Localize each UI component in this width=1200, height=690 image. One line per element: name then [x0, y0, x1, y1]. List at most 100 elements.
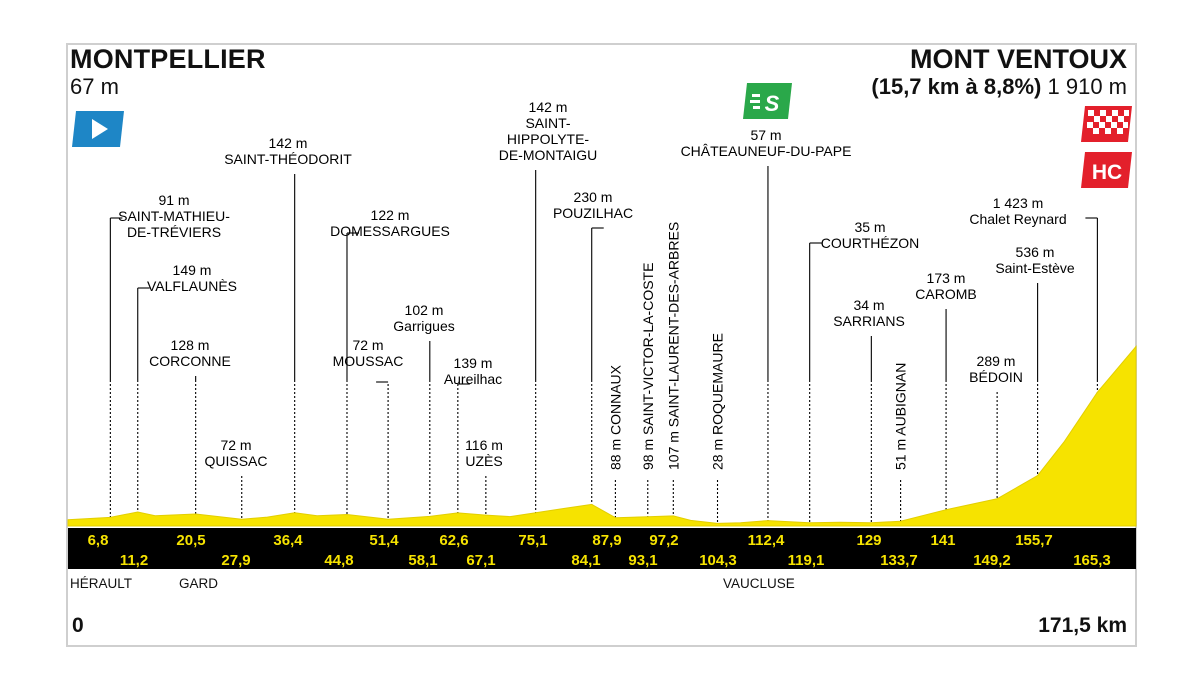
distance-label: 104,3: [699, 552, 737, 569]
finish-town-name: MONT VENTOUX: [909, 44, 1127, 74]
distance-label: 67,1: [466, 552, 495, 569]
distance-label: 112,4: [748, 532, 785, 549]
waypoint-name: Garrigues: [393, 318, 454, 334]
waypoint-16: 28 m ROQUEMAURE: [710, 333, 726, 526]
total-distance: 171,5 km: [1038, 614, 1127, 637]
profile-frame: [66, 43, 1137, 647]
waypoint-altitude: 116 m: [465, 437, 503, 453]
sprint-badge-letter: S: [765, 91, 780, 116]
waypoint-altitude: 230 m: [574, 189, 613, 205]
finish-altitude: 1 910 m: [1047, 74, 1128, 99]
waypoint-altitude: 102 m: [405, 302, 444, 318]
waypoint-name: DE-MONTAIGU: [499, 147, 598, 163]
finish-badges: HC: [1081, 106, 1132, 188]
waypoint-altitude: 122 m: [371, 207, 410, 223]
region-gard: GARD: [179, 576, 219, 591]
waypoint-name: MOUSSAC: [333, 353, 404, 369]
finish-climb-info: (15,7 km à 8,8%) 1 910 m: [871, 74, 1127, 100]
distance-label: 141: [930, 532, 955, 549]
distance-label: 129: [856, 532, 881, 549]
waypoint-name: Aureilhac: [444, 371, 502, 387]
distance-label: 84,1: [571, 552, 600, 569]
distance-label: 87,9: [592, 532, 621, 549]
distance-label: 44,8: [324, 552, 353, 569]
waypoint-altitude: 149 m: [173, 262, 212, 278]
waypoint-label: 88 m CONNAUX: [607, 364, 623, 470]
waypoint-13: 88 m CONNAUX: [607, 364, 623, 526]
waypoint-altitude: 128 m: [171, 337, 210, 353]
distance-label: 133,7: [880, 552, 918, 569]
distance-label: 75,1: [518, 532, 547, 549]
distance-bar: [68, 528, 1136, 569]
start-town-name: MONTPELLIER: [70, 44, 266, 74]
waypoint-name: COURTHÉZON: [821, 235, 920, 251]
waypoint-name: DOMESSARGUES: [330, 223, 450, 239]
waypoint-name: SAINT-THÉODORIT: [224, 151, 352, 167]
region-herault: HÉRAULT: [70, 576, 133, 591]
waypoint-name: SAINT-MATHIEU-: [118, 208, 230, 224]
distance-label: 51,4: [369, 532, 399, 549]
waypoint-label: 28 m ROQUEMAURE: [710, 333, 726, 470]
waypoint-14: 98 m SAINT-VICTOR-LA-COSTE: [640, 263, 656, 526]
start-flag-icon: [72, 111, 124, 147]
waypoint-name: HIPPOLYTE-: [507, 131, 590, 147]
waypoint-name: Saint-Estève: [995, 260, 1075, 276]
waypoint-name: VALFLAUNÈS: [147, 278, 237, 294]
distance-label: 27,9: [221, 552, 250, 569]
waypoint-altitude: 72 m: [220, 437, 251, 453]
waypoint-name: BÉDOIN: [969, 369, 1023, 385]
distance-label: 6,8: [88, 532, 109, 549]
waypoint-altitude: 139 m: [454, 355, 493, 371]
waypoint-altitude: 72 m: [352, 337, 383, 353]
waypoint-name: SAINT-: [525, 115, 570, 131]
climb-category-label: HC: [1092, 161, 1122, 184]
distance-label: 36,4: [273, 532, 303, 549]
waypoint-label: 98 m SAINT-VICTOR-LA-COSTE: [640, 263, 656, 470]
distance-label: 62,6: [439, 532, 468, 549]
distance-label: 20,5: [176, 532, 205, 549]
distance-label: 165,3: [1073, 552, 1111, 569]
waypoint-altitude: 173 m: [927, 270, 966, 286]
waypoint-name: SARRIANS: [833, 313, 905, 329]
waypoint-altitude: 91 m: [158, 192, 189, 208]
distance-label: 93,1: [628, 552, 657, 569]
waypoint-altitude: 142 m: [529, 99, 568, 115]
waypoint-name: POUZILHAC: [553, 205, 633, 221]
distance-label: 11,2: [120, 552, 148, 569]
region-vaucluse: VAUCLUSE: [723, 576, 795, 591]
waypoint-name: CORCONNE: [149, 353, 231, 369]
waypoint-name: CHÂTEAUNEUF-DU-PAPE: [681, 143, 852, 159]
sprint-badge-icon: S: [743, 83, 792, 119]
waypoint-20: 51 m AUBIGNAN: [893, 363, 909, 526]
climb-category-badge: HC: [1081, 152, 1132, 188]
start-distance: 0: [72, 614, 84, 637]
waypoint-altitude: 536 m: [1016, 244, 1055, 260]
waypoint-name: UZÈS: [465, 453, 502, 469]
distance-label: 155,7: [1015, 532, 1053, 549]
waypoint-altitude: 35 m: [854, 219, 885, 235]
finish-flag-icon: [1081, 106, 1132, 142]
waypoint-altitude: 57 m: [750, 127, 781, 143]
waypoint-name: DE-TRÉVIERS: [127, 224, 221, 240]
waypoint-altitude: 1 423 m: [993, 195, 1044, 211]
waypoint-altitude: 34 m: [853, 297, 884, 313]
start-altitude: 67 m: [70, 74, 119, 99]
distance-label: 149,2: [973, 552, 1011, 569]
waypoint-label: 51 m AUBIGNAN: [893, 363, 909, 470]
